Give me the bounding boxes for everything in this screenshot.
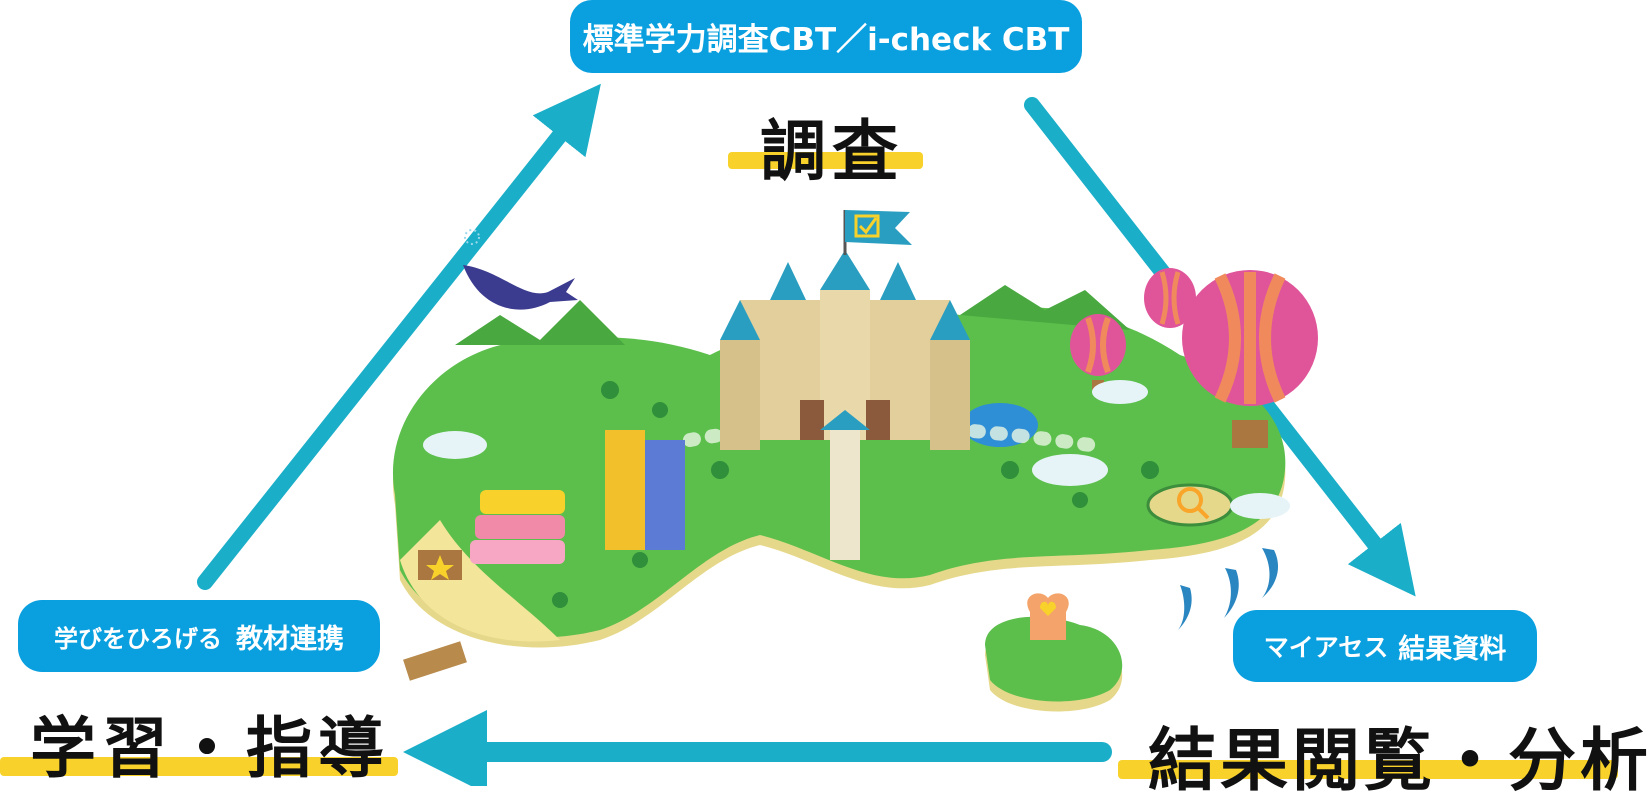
cloud-icon [423, 380, 1290, 519]
survey-title-highlight [728, 152, 923, 169]
small-island [985, 593, 1123, 712]
whale-icon [463, 229, 578, 310]
heart-house-icon [1027, 593, 1069, 640]
results-materials-button[interactable]: マイアセス 結果資料 [1233, 610, 1537, 682]
island-illustration [197, 83, 1416, 786]
raft-icon [403, 641, 467, 681]
magnifier-icon [1146, 483, 1234, 527]
arrow-learning-to-survey [197, 83, 601, 590]
survey-title: 調査 [760, 113, 904, 190]
castle-icon [720, 250, 970, 560]
results-materials-big-label: 結果資料 [1398, 633, 1507, 665]
star-sign-icon [418, 550, 462, 580]
flag-check-icon [843, 210, 912, 255]
balloon-icon [1070, 268, 1318, 448]
results-title-highlight [1118, 760, 1618, 779]
materials-link-big-label: 教材連携 [236, 623, 344, 655]
results-materials-small-label: マイアセス [1263, 633, 1389, 662]
results-title: 結果閲覧・分析 [1148, 722, 1650, 801]
materials-link-button[interactable]: 学びをひろげる 教材連携 [18, 600, 380, 672]
learning-title-highlight [0, 757, 398, 776]
dolphin-icon [1178, 548, 1279, 630]
survey-cbt-button[interactable]: 標準学力調査CBT／i-check CBT [570, 0, 1082, 73]
survey-cbt-button-label: 標準学力調査CBT／i-check CBT [582, 22, 1070, 58]
book-stack-icon [470, 430, 685, 564]
learning-title: 学習・指導 [30, 710, 390, 787]
materials-link-small-label: 学びをひろげる [54, 624, 222, 653]
